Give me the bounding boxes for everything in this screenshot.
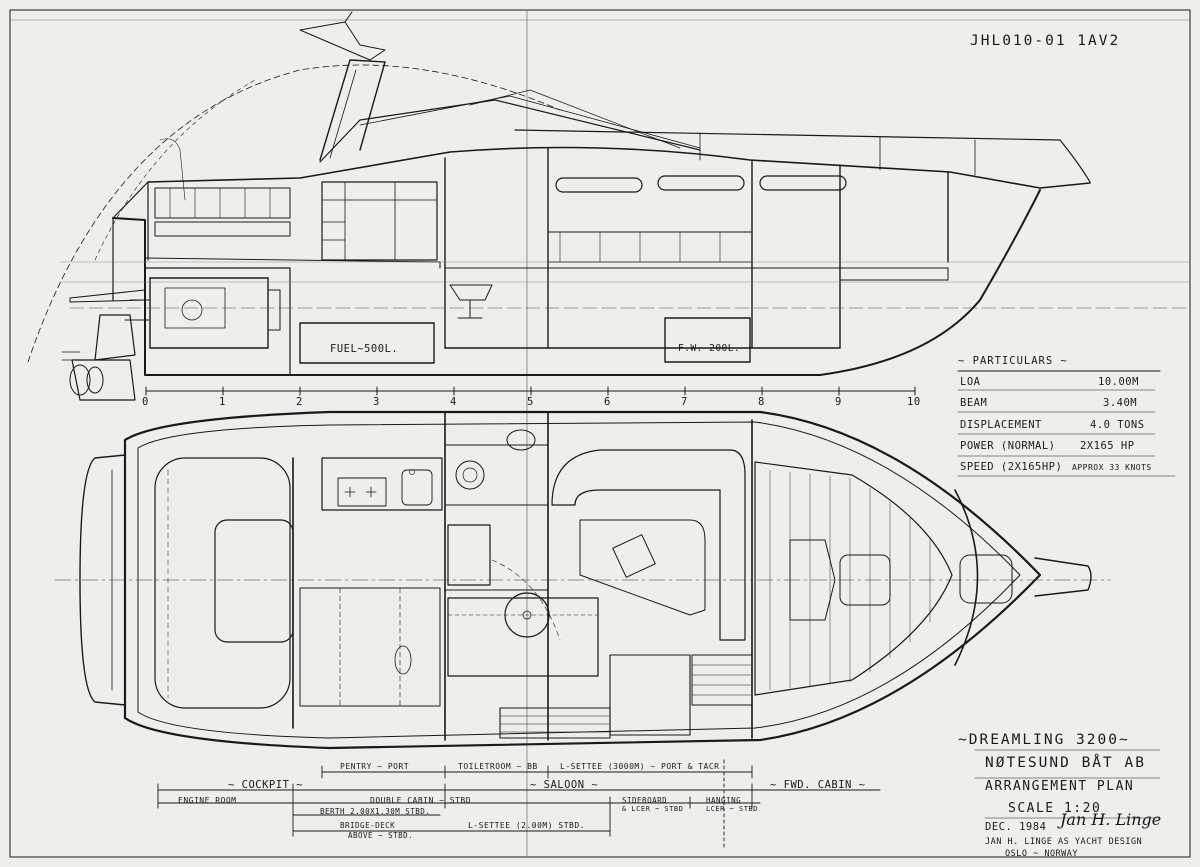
cockpit-label: ~ COCKPIT ~ (228, 779, 304, 791)
pentry-label: PENTRY ~ PORT (340, 762, 410, 771)
sideboard-sub-label: & LCER ~ STBD (622, 805, 684, 813)
hanging-sub-label: LCER ~ STBD (706, 805, 758, 813)
particular-value: 3.40M (1103, 397, 1138, 409)
station-number: 5 (527, 396, 534, 408)
plan-title: ARRANGEMENT PLAN (985, 779, 1135, 794)
station-number: 1 (219, 396, 226, 408)
station-number: 7 (681, 396, 688, 408)
toilet-label: TOILETROOM ~ BB (458, 762, 538, 771)
water-tank-label: F.W. 200L. (678, 343, 741, 354)
station-number: 9 (835, 396, 842, 408)
settee-port-plan (551, 449, 746, 641)
engine-room-label: ENGINE ROOM (178, 796, 237, 805)
sterndrive-drawing (61, 314, 136, 401)
hanging-label: HANGING (706, 796, 742, 805)
particular-value: 10.00M (1098, 376, 1139, 388)
plan-view (54, 410, 1111, 750)
portholes (555, 175, 847, 193)
particulars-heading: ~ PARTICULARS ~ (958, 355, 1068, 367)
title-block-lines (957, 370, 1176, 819)
station-number: 0 (142, 396, 149, 408)
particular-label: DISPLACEMENT (960, 419, 1042, 431)
particular-label: LOA (960, 376, 981, 388)
fuel-tank-label: FUEL~500L. (330, 343, 399, 355)
scale-text: SCALE 1:20 (1008, 801, 1102, 816)
designer-name: JAN H. LINGE AS YACHT DESIGN (985, 837, 1143, 847)
profile-view (27, 11, 1191, 401)
designer-location: OSLO ~ NORWAY (1005, 849, 1079, 859)
sheet-border (9, 9, 1191, 858)
station-number: 4 (450, 396, 457, 408)
particular-label: BEAM (960, 397, 988, 409)
particular-value: 4.0 TONS (1090, 419, 1145, 431)
helm-cabinet (321, 181, 438, 261)
lsettee-stbd-label: L-SETTEE (2.00M) STBD. (468, 821, 585, 830)
above-stbd-label: ABOVE ~ STBD. (348, 831, 414, 840)
station-number: 6 (604, 396, 611, 408)
fwd-cabin-plan (754, 461, 1013, 696)
saloon-label: ~ SALOON ~ (530, 779, 599, 791)
particular-value: APPROX 33 KNOTS (1072, 463, 1152, 472)
station-ruler (145, 386, 916, 396)
engine-drawing (124, 277, 281, 349)
designer-signature: Jan H. Linge (1060, 810, 1162, 829)
model-name: ~DREAMLING 3200~ (958, 732, 1130, 748)
water-tank (664, 317, 751, 363)
lsettee-port-label: L-SETTEE (3000M) ~ PORT & TACR (560, 762, 720, 771)
double-cabin-label: DOUBLE CABIN ~ STBD (370, 796, 472, 805)
particular-value: 2x165 HP (1080, 440, 1135, 452)
drawing-number: JHL010-01 1av2 (970, 33, 1121, 49)
particular-label: SPEED (2x165HP) (960, 461, 1063, 473)
station-number: 2 (296, 396, 303, 408)
particular-label: POWER (NORMAL) (960, 440, 1056, 452)
builder-name: NØTESUND BÅT AB (985, 755, 1146, 771)
station-number: 10 (907, 396, 921, 408)
cockpit-seating (154, 138, 291, 237)
dimension-lines (157, 759, 881, 851)
sideboard-label: SIDEBOARD (622, 796, 668, 805)
cockpit-plan (154, 457, 294, 709)
bridge-deck-label: BRIDGE-DECK (340, 821, 396, 830)
fwd-cabin-label: ~ FWD. CABIN ~ (770, 779, 866, 791)
berth-label: BERTH 2.00x1.30M STBD. (320, 807, 431, 816)
galley-plan (321, 457, 443, 511)
toilet-room-plan (455, 429, 536, 490)
drawing-date: DEC. 1984 (985, 821, 1047, 833)
fuel-tank (299, 322, 435, 364)
station-number: 8 (758, 396, 765, 408)
station-number: 3 (373, 396, 380, 408)
